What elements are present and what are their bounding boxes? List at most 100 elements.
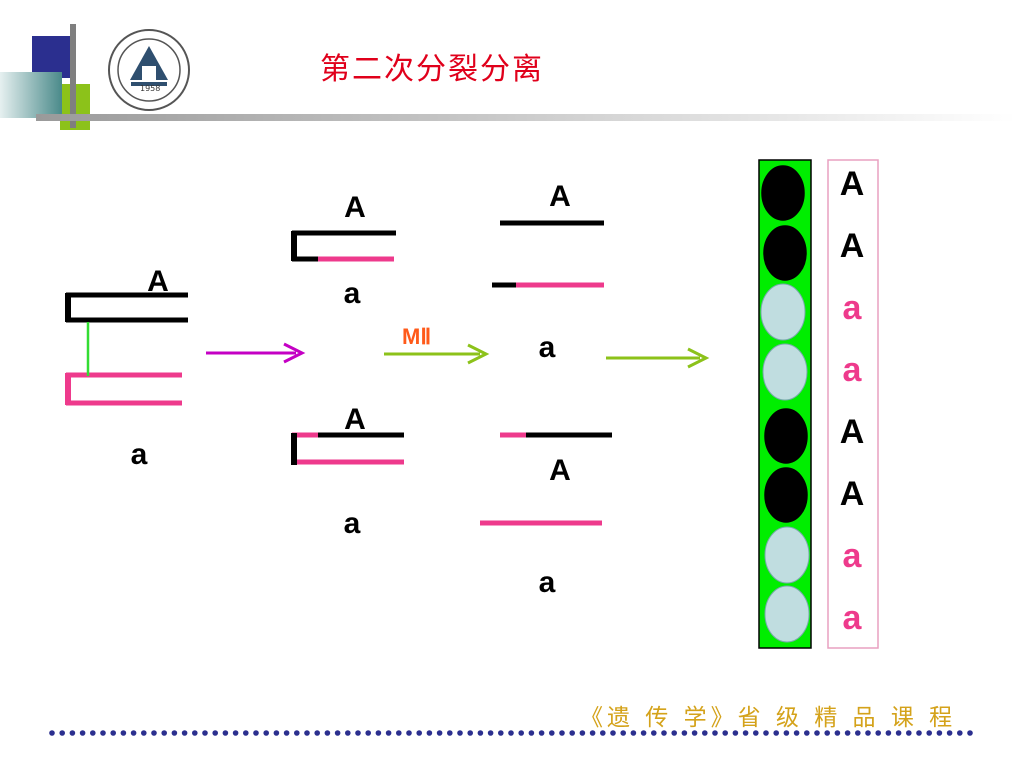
footer-dot <box>814 730 820 736</box>
middle-top-dyad <box>291 230 396 262</box>
footer-dot <box>528 730 535 736</box>
footer-dot <box>773 730 779 736</box>
footer-dot <box>304 730 310 736</box>
footer-dot <box>824 730 830 736</box>
footer-dot <box>538 730 545 736</box>
footer-dot <box>569 730 575 736</box>
spore-light <box>764 585 810 643</box>
footer-dot <box>559 730 565 736</box>
footer-dot <box>906 730 912 736</box>
footer-dot <box>610 730 616 736</box>
spore-light <box>764 526 810 584</box>
footer-dot <box>69 730 76 736</box>
spore-dark <box>761 165 805 221</box>
footer-dot <box>498 730 504 736</box>
footer-dot <box>324 730 331 736</box>
allele-label-a: a <box>343 507 361 540</box>
footer-dot <box>753 730 759 736</box>
footer-dot <box>426 730 433 736</box>
spore-light <box>760 283 806 341</box>
allele-label-a: a <box>343 277 361 310</box>
footer-dot <box>396 730 402 736</box>
allele-label-A: A <box>344 403 366 436</box>
footer-dot <box>579 730 586 736</box>
footer-dot <box>508 730 514 736</box>
footer-dot <box>212 730 218 736</box>
footer-dot <box>120 730 127 736</box>
footer-dot <box>232 730 239 736</box>
deco-teal-block <box>0 72 62 118</box>
spore-genotype-label: a <box>842 351 862 389</box>
deco-vertical-bar <box>70 24 76 128</box>
footer-dot <box>691 730 698 736</box>
meiosis-two-label: MⅡ <box>402 324 432 349</box>
footer-dot <box>243 730 249 736</box>
footer-dot <box>59 730 65 736</box>
footer-dot <box>100 730 106 736</box>
right-chromatids <box>480 220 612 526</box>
footer-dot <box>90 730 96 736</box>
footer-dot <box>447 730 453 736</box>
footer-dot <box>222 730 229 736</box>
ascus-column <box>758 159 812 649</box>
allele-label-a: a <box>538 331 556 364</box>
course-footer: 《遗 传 学》省 级 精 品 课 程 <box>580 705 957 731</box>
footer-dot <box>110 730 116 736</box>
spore-dark <box>764 467 808 523</box>
footer-dot <box>151 730 157 736</box>
arrow-to-meiosis-one <box>206 342 306 364</box>
footer-dot <box>763 730 769 736</box>
spore-genotype-label: A <box>839 475 865 513</box>
footer-dot <box>436 730 443 736</box>
footer-dot <box>630 730 637 736</box>
footer-dot <box>936 730 943 736</box>
footer-dot <box>416 730 423 736</box>
footer-dot <box>967 730 973 736</box>
footer-dot <box>294 730 300 736</box>
footer-dot <box>171 730 178 736</box>
footer-dot <box>314 730 321 736</box>
arrow-to-ascus <box>606 347 710 369</box>
footer-dot <box>273 730 280 736</box>
footer-dot <box>477 730 484 736</box>
footer-dot <box>365 730 372 736</box>
footer-dot <box>202 730 208 736</box>
footer-dot <box>263 730 270 736</box>
header-rule <box>36 114 1016 121</box>
footer-dot <box>895 730 902 736</box>
spore-genotype-label: a <box>842 537 862 575</box>
footer-dot <box>49 730 55 736</box>
footer-dot <box>651 730 657 736</box>
genotype-label-box <box>827 159 879 649</box>
footer-dot <box>865 730 871 736</box>
middle-bottom-dyad <box>291 432 404 465</box>
footer-dot <box>844 730 851 736</box>
footer-dot <box>885 730 892 736</box>
allele-label-a: a <box>538 566 556 599</box>
footer-dot <box>957 730 963 736</box>
footer-dot <box>671 730 677 736</box>
footer-dot <box>467 730 474 736</box>
footer-dot <box>926 730 932 736</box>
deco-blue-square <box>32 36 72 78</box>
footer-dot <box>375 730 382 736</box>
arrow-meiosis-two <box>384 343 490 365</box>
footer-dot <box>406 730 412 736</box>
footer-dot <box>600 730 606 736</box>
footer-dot <box>130 730 137 736</box>
footer-dot <box>283 730 290 736</box>
allele-label-a: a <box>130 438 148 471</box>
footer-dot <box>640 730 647 736</box>
footer-dot <box>793 730 800 736</box>
footer-dot <box>79 730 86 736</box>
spore-dark <box>763 225 807 281</box>
footer-dot <box>141 730 147 736</box>
footer-dot <box>875 730 881 736</box>
footer-dot <box>702 730 708 736</box>
spore-genotype-label: A <box>839 413 865 451</box>
allele-label-A: A <box>344 191 366 224</box>
footer-dot <box>742 730 749 736</box>
footer-dot <box>487 730 494 736</box>
footer-dot <box>620 730 626 736</box>
